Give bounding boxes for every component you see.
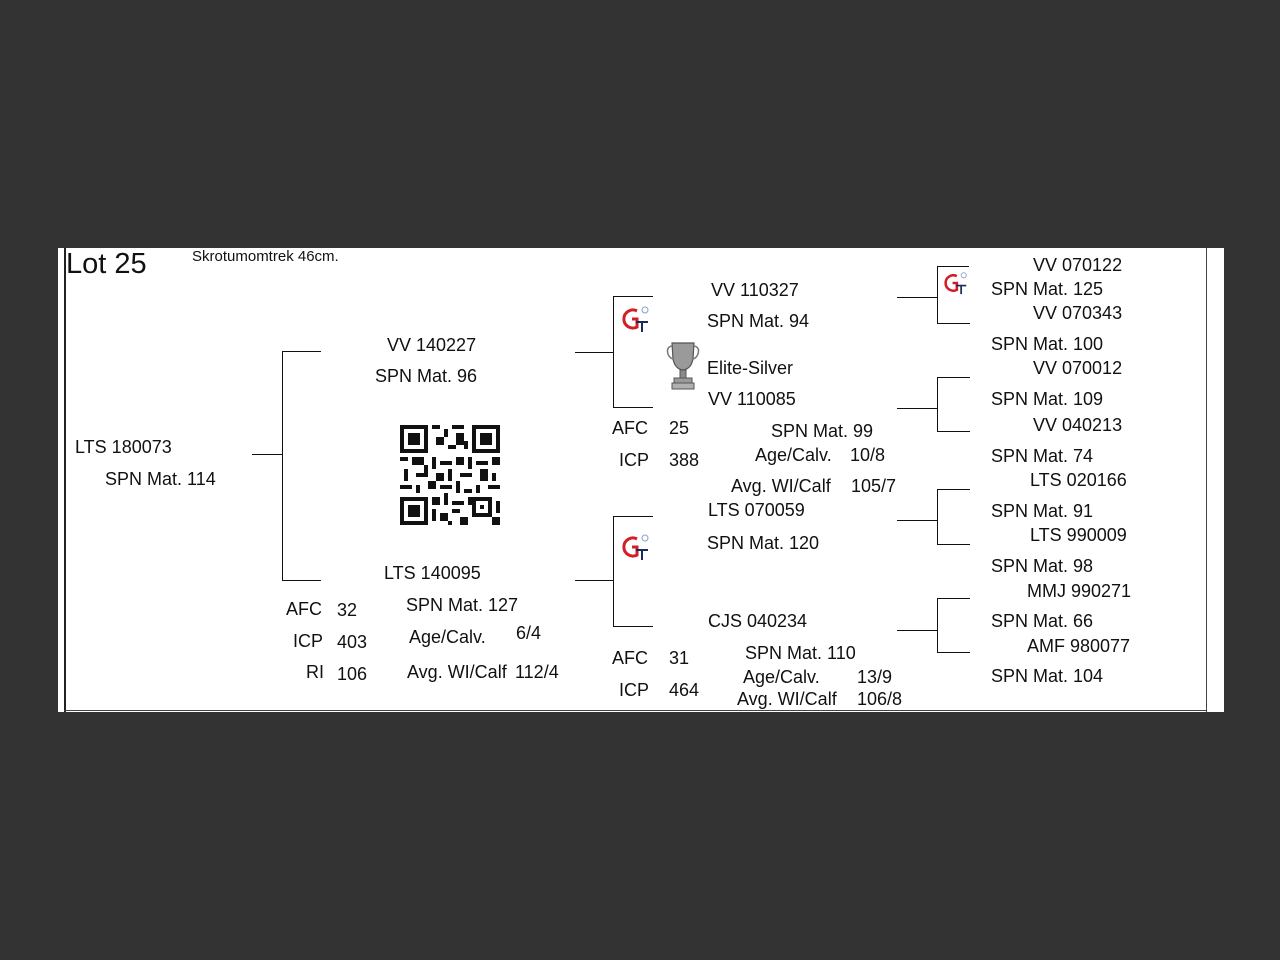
sire-dam-age-value: 10/8 bbox=[850, 445, 886, 465]
gen3-spn: SPN Mat. 91 bbox=[991, 501, 1094, 521]
sire-spn: SPN Mat. 96 bbox=[375, 366, 478, 386]
gen3-spn: SPN Mat. 100 bbox=[991, 334, 1104, 354]
card-left-border bbox=[64, 248, 66, 712]
gen3-id: AMF 980077 bbox=[1027, 636, 1131, 656]
connector-line bbox=[282, 351, 283, 581]
connector-line bbox=[897, 297, 937, 298]
connector-line bbox=[937, 544, 970, 545]
connector-line bbox=[897, 408, 937, 409]
sire-dam-age-label: Age/Calv. bbox=[755, 445, 832, 465]
dam-dam-icp-label: ICP bbox=[619, 680, 650, 700]
gen3-id: LTS 020166 bbox=[1030, 470, 1127, 490]
sire-sire-spn: SPN Mat. 94 bbox=[707, 311, 810, 331]
dam-ri-label: RI bbox=[306, 662, 324, 682]
dam-icp-label: ICP bbox=[293, 631, 324, 651]
gen3-id: VV 040213 bbox=[1033, 415, 1123, 435]
gen3-id: MMJ 990271 bbox=[1027, 581, 1132, 601]
sire-dam-avg-value: 105/7 bbox=[851, 476, 897, 496]
dam-afc-label: AFC bbox=[286, 599, 322, 619]
dam-avg-value: 112/4 bbox=[515, 662, 559, 682]
card-right-border bbox=[1206, 248, 1207, 712]
sire-dam-award: Elite-Silver bbox=[707, 358, 794, 378]
card-bottom-border bbox=[64, 710, 1207, 711]
dam-age-label: Age/Calv. bbox=[409, 627, 486, 647]
sire-dam-icp-value: 388 bbox=[669, 450, 700, 470]
gen3-spn: SPN Mat. 125 bbox=[991, 279, 1104, 299]
lot-title: Lot 25 bbox=[66, 248, 147, 280]
dam-sire-spn: SPN Mat. 120 bbox=[707, 533, 820, 553]
connector-line bbox=[252, 454, 282, 455]
sire-dam-spn: SPN Mat. 99 bbox=[771, 421, 874, 441]
connector-line bbox=[613, 296, 653, 297]
gen3-id: VV 070343 bbox=[1033, 303, 1123, 323]
dam-dam-avg-label: Avg. WI/Calf bbox=[737, 689, 837, 709]
connector-line bbox=[613, 626, 653, 627]
dam-dam-age-label: Age/Calv. bbox=[743, 667, 820, 687]
dam-id: LTS 140095 bbox=[384, 563, 481, 583]
connector-line bbox=[282, 580, 321, 581]
connector-line bbox=[575, 352, 613, 353]
subject-id: LTS 180073 bbox=[75, 437, 172, 457]
connector-line bbox=[897, 520, 937, 521]
connector-line bbox=[937, 489, 938, 545]
sire-dam-id: VV 110085 bbox=[708, 389, 796, 409]
connector-line bbox=[937, 598, 970, 599]
dam-age-value: 6/4 bbox=[516, 623, 542, 643]
sire-sire-id: VV 110327 bbox=[711, 280, 799, 300]
gt-logo-icon bbox=[622, 306, 649, 332]
dam-dam-icp-value: 464 bbox=[669, 680, 700, 700]
gt-logo-icon bbox=[944, 272, 967, 295]
dam-dam-afc-value: 31 bbox=[669, 648, 690, 668]
dam-dam-age-value: 13/9 bbox=[857, 667, 893, 687]
dam-dam-id: CJS 040234 bbox=[708, 611, 808, 631]
gen3-spn: SPN Mat. 74 bbox=[991, 446, 1094, 466]
pedigree-card: Lot 25 Skrotumomtrek 46cm. LTS 180073 SP… bbox=[58, 248, 1224, 712]
dam-afc-value: 32 bbox=[337, 600, 358, 620]
gen3-id: VV 070122 bbox=[1033, 255, 1123, 275]
connector-line bbox=[937, 431, 970, 432]
connector-line bbox=[937, 489, 970, 490]
dam-sire-id: LTS 070059 bbox=[708, 500, 805, 520]
dam-ri-value: 106 bbox=[337, 664, 368, 684]
connector-line bbox=[575, 580, 613, 581]
gen3-id: VV 070012 bbox=[1033, 358, 1123, 378]
gen3-id: LTS 990009 bbox=[1030, 525, 1127, 545]
subject-spn: SPN Mat. 114 bbox=[105, 469, 216, 489]
gen3-spn: SPN Mat. 104 bbox=[991, 666, 1104, 686]
connector-line bbox=[937, 377, 970, 378]
sire-dam-afc-label: AFC bbox=[612, 418, 648, 438]
connector-line bbox=[937, 323, 970, 324]
connector-line bbox=[897, 630, 937, 631]
dam-avg-label: Avg. WI/Calf bbox=[407, 662, 507, 682]
gen3-spn: SPN Mat. 66 bbox=[991, 611, 1094, 631]
dam-dam-avg-value: 106/8 bbox=[857, 689, 903, 709]
lot-note: Skrotumomtrek 46cm. bbox=[192, 248, 339, 265]
connector-line bbox=[282, 351, 321, 352]
dam-icp-value: 403 bbox=[337, 632, 368, 652]
connector-line bbox=[937, 266, 969, 267]
sire-dam-afc-value: 25 bbox=[669, 418, 690, 438]
connector-line bbox=[937, 266, 938, 324]
gen3-spn: SPN Mat. 98 bbox=[991, 556, 1094, 576]
connector-line bbox=[613, 516, 653, 517]
trophy-icon bbox=[666, 342, 700, 390]
connector-line bbox=[937, 377, 938, 432]
connector-line bbox=[613, 407, 653, 408]
connector-line bbox=[937, 598, 938, 653]
connector-line bbox=[613, 296, 614, 408]
dam-dam-spn: SPN Mat. 110 bbox=[745, 643, 856, 663]
sire-id: VV 140227 bbox=[387, 335, 477, 355]
connector-line bbox=[937, 652, 970, 653]
dam-spn: SPN Mat. 127 bbox=[406, 595, 519, 615]
dam-dam-afc-label: AFC bbox=[612, 648, 648, 668]
gt-logo-icon bbox=[622, 534, 649, 560]
sire-dam-avg-label: Avg. WI/Calf bbox=[731, 476, 831, 496]
gen3-spn: SPN Mat. 109 bbox=[991, 389, 1104, 409]
qr-code-icon bbox=[400, 425, 500, 525]
sire-dam-icp-label: ICP bbox=[619, 450, 650, 470]
connector-line bbox=[613, 516, 614, 627]
